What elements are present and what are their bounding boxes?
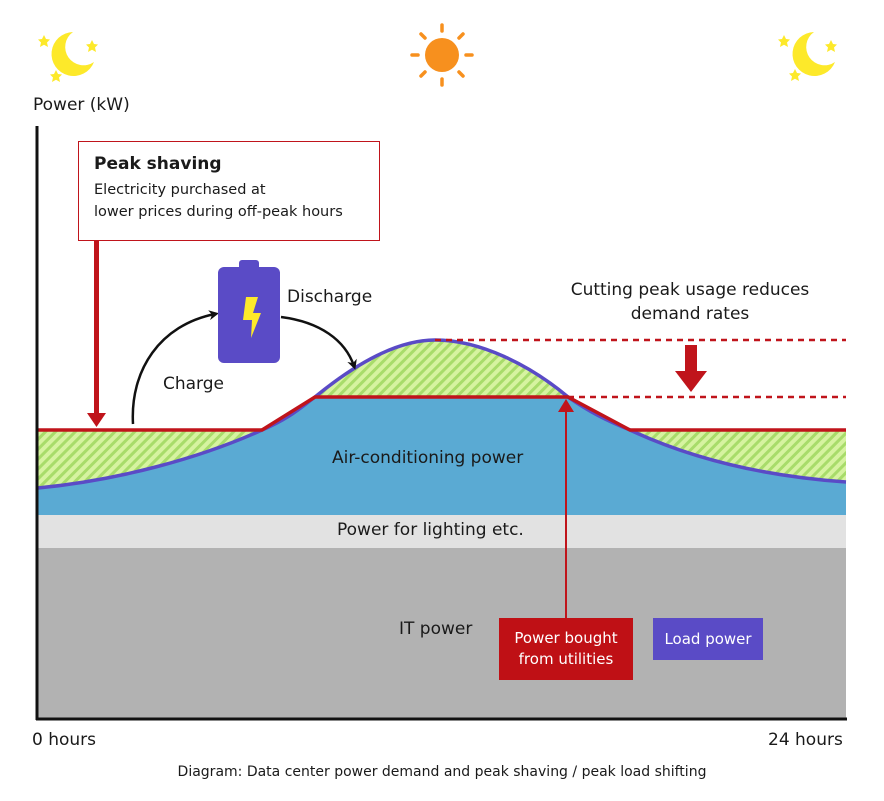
discharge-label: Discharge bbox=[287, 287, 373, 307]
peak-shaving-arrow bbox=[87, 241, 106, 427]
annotation-line2: demand rates bbox=[630, 304, 750, 324]
air-conditioning-label: Air-conditioning power bbox=[332, 448, 524, 468]
charge-label: Charge bbox=[163, 374, 225, 394]
purchased-power-line bbox=[38, 395, 846, 432]
lighting-layer bbox=[38, 515, 846, 548]
hatch-area-peak bbox=[315, 340, 568, 397]
x-axis-end-label: 24 hours bbox=[768, 730, 843, 750]
sun-icon bbox=[410, 23, 474, 87]
legend-bought-line1: Power bought bbox=[514, 629, 618, 647]
legend-bought-line2: from utilities bbox=[518, 650, 614, 668]
legend-load-power: Load power bbox=[653, 618, 763, 660]
charge-arrow bbox=[131, 310, 219, 425]
hatch-area-left bbox=[38, 430, 262, 488]
hatch-area-right bbox=[630, 430, 846, 482]
it-power-label: IT power bbox=[399, 619, 473, 639]
y-axis-label: Power (kW) bbox=[33, 95, 130, 115]
lighting-label: Power for lighting etc. bbox=[337, 520, 524, 540]
peak-shaving-box: Peak shaving Electricity purchased at lo… bbox=[78, 141, 380, 241]
moon-stars-icon-right bbox=[778, 32, 837, 81]
reduction-arrow-icon bbox=[675, 345, 707, 392]
x-axis-start-label: 0 hours bbox=[32, 730, 97, 750]
moon-stars-icon-left bbox=[38, 32, 98, 82]
battery-lightning-icon bbox=[218, 260, 280, 363]
peak-shaving-line2: lower prices during off-peak hours bbox=[94, 204, 343, 220]
peak-shaving-title: Peak shaving bbox=[94, 154, 222, 174]
legend-power-bought: Power bought from utilities bbox=[499, 618, 633, 680]
air-conditioning-layer bbox=[38, 397, 846, 515]
annotation-line1: Cutting peak usage reduces bbox=[570, 280, 810, 300]
power-bought-pointer bbox=[558, 399, 574, 618]
peak-shaving-line1: Electricity purchased at bbox=[94, 182, 266, 198]
diagram-caption: Diagram: Data center power demand and pe… bbox=[177, 764, 707, 780]
discharge-arrow bbox=[280, 315, 357, 370]
demand-rate-annotation: Cutting peak usage reduces demand rates bbox=[545, 278, 835, 326]
